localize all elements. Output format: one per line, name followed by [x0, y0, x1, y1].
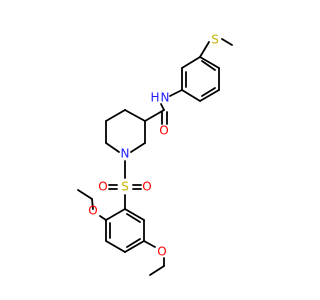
bond	[199, 41, 210, 58]
bond	[201, 87, 216, 97]
bond	[199, 56, 220, 69]
atom-n-piperidine: N	[121, 147, 130, 161]
atom-o-methoxy-bottom: O	[157, 245, 166, 259]
atom-s-thioether: S	[211, 33, 219, 47]
bond	[143, 240, 156, 248]
bond	[105, 240, 126, 253]
molecule-structure: S N H O N S O O O O	[77, 33, 233, 276]
atom-h-amide: H	[150, 91, 159, 105]
bond	[181, 56, 201, 69]
bond	[199, 89, 220, 102]
atom-o-sulfonyl-left: O	[98, 180, 107, 194]
bond	[124, 208, 145, 221]
bond	[105, 109, 126, 122]
atom-labels: S N H O N S O O O O	[88, 33, 219, 259]
bond	[160, 103, 165, 111]
bond	[181, 89, 201, 102]
bond	[221, 38, 233, 46]
bond	[124, 240, 145, 253]
bond	[77, 189, 93, 200]
atom-s-sulfonyl: S	[121, 180, 129, 194]
bond	[201, 60, 216, 71]
bond	[169, 89, 183, 97]
bonds	[77, 38, 233, 276]
bond	[105, 208, 126, 221]
bond	[126, 238, 141, 248]
bond	[149, 265, 165, 276]
atom-o-sulfonyl-right: O	[142, 180, 151, 194]
bond	[130, 142, 146, 153]
bond	[124, 109, 146, 122]
bond	[91, 198, 94, 210]
bond	[126, 213, 141, 223]
atom-o-methoxy-top: O	[88, 204, 97, 218]
bond	[99, 215, 107, 221]
bond	[105, 142, 120, 153]
atom-o-carbonyl: O	[159, 124, 168, 138]
atom-n-amide: N	[161, 91, 170, 105]
bond	[144, 109, 165, 122]
